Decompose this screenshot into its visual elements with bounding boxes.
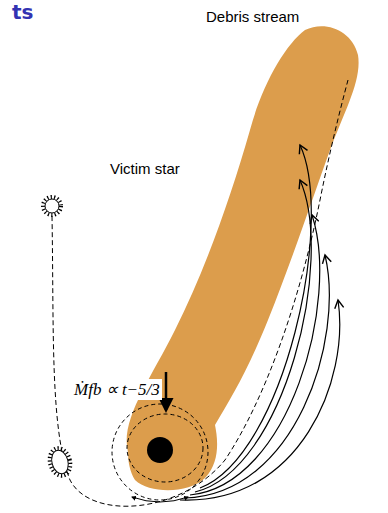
dashed-orbit bbox=[127, 414, 203, 482]
star-symbol bbox=[49, 448, 71, 475]
fallback-rate: Ṁfb ∝ t−5/3 bbox=[72, 379, 162, 400]
star-label: Victim star bbox=[110, 160, 180, 177]
rotation-arrow bbox=[132, 497, 188, 502]
slide-title: ts bbox=[12, 0, 33, 24]
dashed-orbit bbox=[112, 404, 208, 500]
debris-orbit bbox=[200, 145, 311, 488]
debris-orbit bbox=[180, 300, 340, 500]
fallback-arrow bbox=[165, 372, 168, 410]
black-hole bbox=[147, 437, 173, 463]
stream-label: Debris stream bbox=[206, 8, 299, 25]
star-symbol bbox=[45, 199, 59, 213]
debris-orbit bbox=[190, 215, 320, 495]
star-symbol bbox=[43, 197, 61, 215]
star-trajectory bbox=[52, 80, 348, 506]
debris-stream bbox=[127, 26, 359, 490]
star-symbol bbox=[47, 446, 74, 478]
debris-orbit bbox=[185, 255, 329, 498]
